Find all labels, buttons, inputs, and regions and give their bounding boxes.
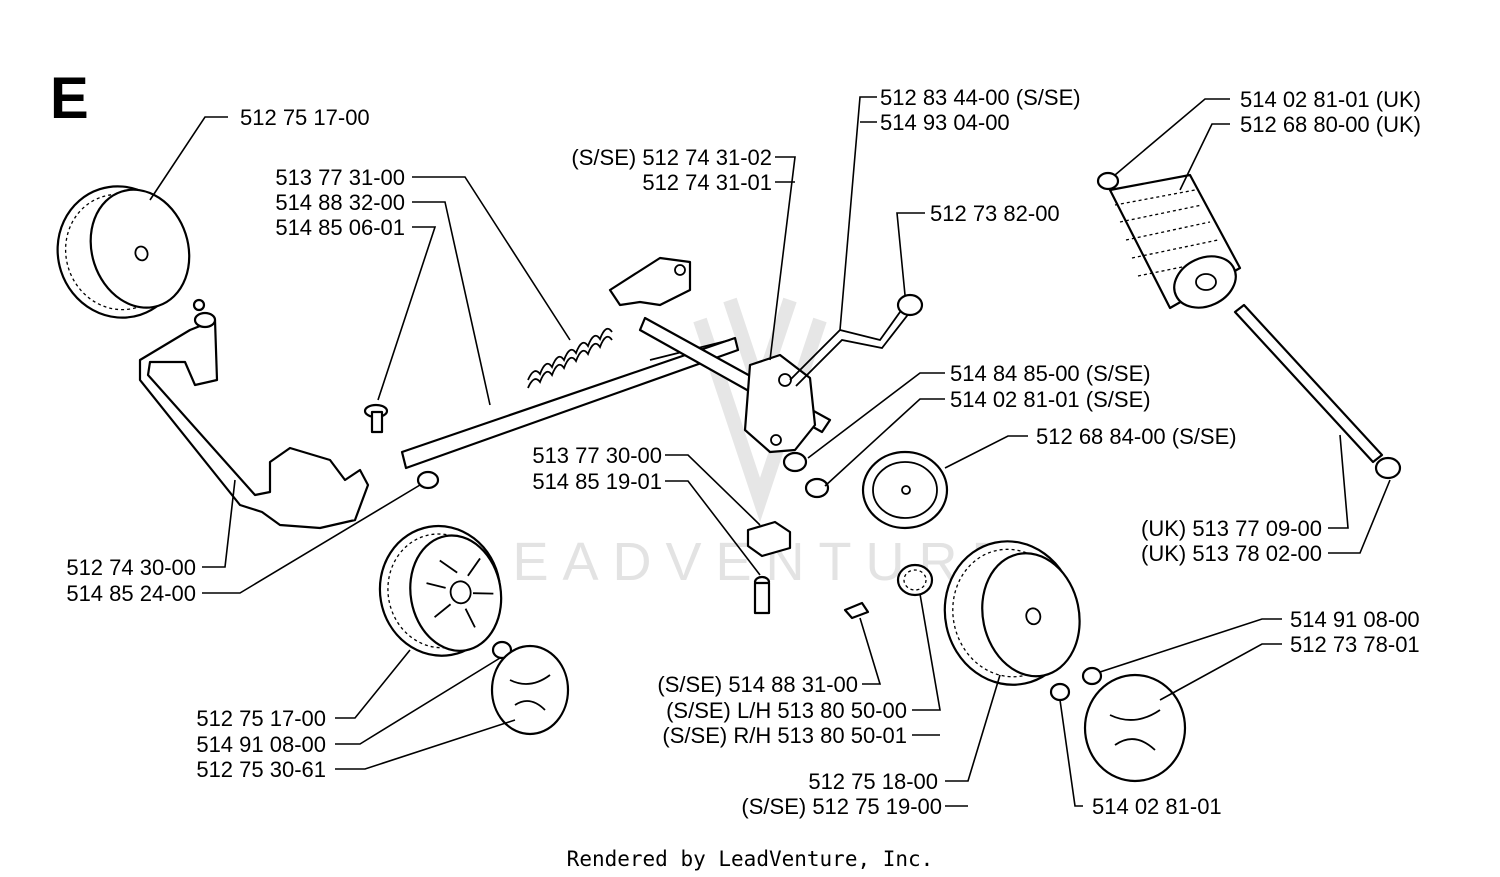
label-514-91-08-00-left: 514 91 08-00 xyxy=(196,732,326,757)
label-514-93-04-00: 514 93 04-00 xyxy=(880,110,1010,135)
gear xyxy=(896,563,934,597)
axle-shaft xyxy=(1233,303,1402,480)
steering-arm xyxy=(789,293,924,387)
spring xyxy=(527,327,613,389)
pin-bolt xyxy=(753,575,771,615)
front-axle xyxy=(138,298,370,530)
wheel-bottom-right xyxy=(943,540,1081,686)
label-512-68-80-00-uk: 512 68 80-00 (UK) xyxy=(1240,112,1421,137)
bushing-b xyxy=(804,477,830,499)
label-514-85-19-01: 514 85 19-01 xyxy=(532,469,662,494)
label-513-78-02-00-uk: (UK) 513 78 02-00 xyxy=(1141,541,1322,566)
label-512-73-82-00: 512 73 82-00 xyxy=(930,201,1060,226)
spacer-block xyxy=(746,520,792,558)
label-512-74-30-00: 512 74 30-00 xyxy=(66,555,196,580)
washer-right-b xyxy=(1049,682,1071,702)
bolt-small xyxy=(363,403,389,434)
label-512-75-30-61: 512 75 30-61 xyxy=(196,757,326,782)
leader-lines xyxy=(149,96,1391,807)
label-514-02-81-01-uk: 514 02 81-01 (UK) xyxy=(1240,87,1421,112)
section-letter: E xyxy=(50,66,89,131)
label-514-02-81-01-sse: 514 02 81-01 (S/SE) xyxy=(950,387,1151,412)
roller-uk xyxy=(1096,171,1242,310)
hubcap-right xyxy=(1083,673,1187,783)
label-512-74-31-02: (S/SE) 512 74 31-02 xyxy=(571,145,772,170)
wheel-top-left xyxy=(56,185,191,319)
label-512-75-17-00-bottom: 512 75 17-00 xyxy=(196,706,326,731)
label-512-73-78-01: 512 73 78-01 xyxy=(1290,632,1420,657)
label-512-83-44-00: 512 83 44-00 (S/SE) xyxy=(880,85,1081,110)
steering-bracket xyxy=(608,256,832,454)
watermark: LEADVENTURE xyxy=(468,532,1021,592)
label-512-74-31-01: 512 74 31-01 xyxy=(642,170,772,195)
label-512-75-17-00-top: 512 75 17-00 xyxy=(240,105,370,130)
label-514-88-31-00: (S/SE) 514 88 31-00 xyxy=(657,672,858,697)
label-514-84-85-00: 514 84 85-00 (S/SE) xyxy=(950,361,1151,386)
label-513-77-09-00-uk: (UK) 513 77 09-00 xyxy=(1141,516,1322,541)
part-labels: 512 75 17-00 513 77 31-00 514 88 32-00 5… xyxy=(66,85,1421,819)
label-514-02-81-01-bottom: 514 02 81-01 xyxy=(1092,794,1222,819)
label-513-77-30-00: 513 77 30-00 xyxy=(532,443,662,468)
washer-right-a xyxy=(1081,666,1103,686)
hub-plate xyxy=(861,450,949,530)
label-512-75-19-00: (S/SE) 512 75 19-00 xyxy=(741,794,942,819)
label-514-85-24-00: 514 85 24-00 xyxy=(66,581,196,606)
label-512-75-18-00: 512 75 18-00 xyxy=(808,769,938,794)
label-514-85-06-01: 514 85 06-01 xyxy=(275,215,405,240)
label-513-80-50-00-lh: (S/SE) L/H 513 80 50-00 xyxy=(666,698,907,723)
credit-text: Rendered by LeadVenture, Inc. xyxy=(567,847,934,871)
hubcap-left xyxy=(490,644,570,736)
label-512-68-84-00: 512 68 84-00 (S/SE) xyxy=(1036,424,1237,449)
wheel-bottom-left xyxy=(378,524,503,657)
label-513-80-50-01-rh: (S/SE) R/H 513 80 50-01 xyxy=(662,723,907,748)
bushing-a xyxy=(782,451,808,473)
label-513-77-31-00: 513 77 31-00 xyxy=(275,165,405,190)
label-514-88-32-00: 514 88 32-00 xyxy=(275,190,405,215)
key xyxy=(843,601,870,620)
washer-left xyxy=(416,470,440,490)
label-514-91-08-00-right: 514 91 08-00 xyxy=(1290,607,1420,632)
